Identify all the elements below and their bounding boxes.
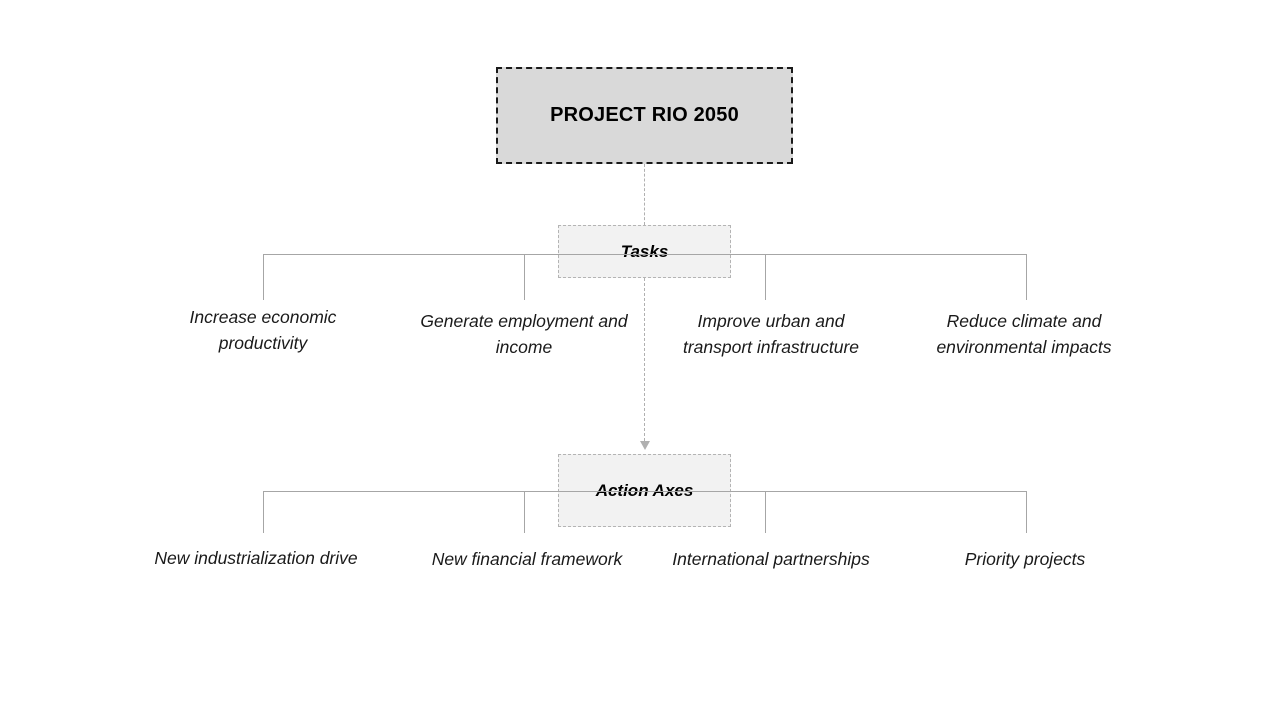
flow-connector-root-to-tasks [644,164,645,225]
section-node-tasks-label: Tasks [620,241,669,261]
branch-drop-action-axes-3 [765,491,766,533]
branch-drop-action-axes-1 [263,491,264,533]
section-node-action-axes-label: Action Axes [595,480,694,500]
branch-drop-action-axes-2 [524,491,525,533]
branch-bus-tasks [263,254,1026,255]
branch-drop-tasks-1 [263,254,264,300]
branch-drop-tasks-2 [524,254,525,300]
root-node-project-rio-2050[interactable]: PROJECT RIO 2050 [496,67,793,164]
branch-drop-action-axes-4 [1026,491,1027,533]
branch-drop-tasks-3 [765,254,766,300]
branch-drop-tasks-4 [1026,254,1027,300]
root-node-label: PROJECT RIO 2050 [550,104,739,126]
leaf-label-action-axes-2: New financial framework [431,549,623,569]
section-node-action-axes[interactable]: Action Axes [558,454,731,527]
leaf-label-tasks-2: Generate employment and income [420,311,628,357]
flow-connector-tasks-to-action-axes [644,278,645,441]
section-node-tasks[interactable]: Tasks [558,225,731,278]
leaf-label-tasks-3: Improve urban and transport infrastructu… [682,311,860,357]
flow-arrowhead-icon [640,441,650,450]
leaf-label-tasks-1: Increase economic productivity [189,307,337,353]
leaf-label-action-axes-1: New industrialization drive [154,548,358,568]
leaf-label-action-axes-4: Priority projects [964,549,1086,569]
leaf-label-action-axes-3: International partnerships [672,549,870,569]
leaf-label-tasks-4: Reduce climate and environmental impacts [936,311,1112,357]
branch-bus-action-axes [263,491,1026,492]
